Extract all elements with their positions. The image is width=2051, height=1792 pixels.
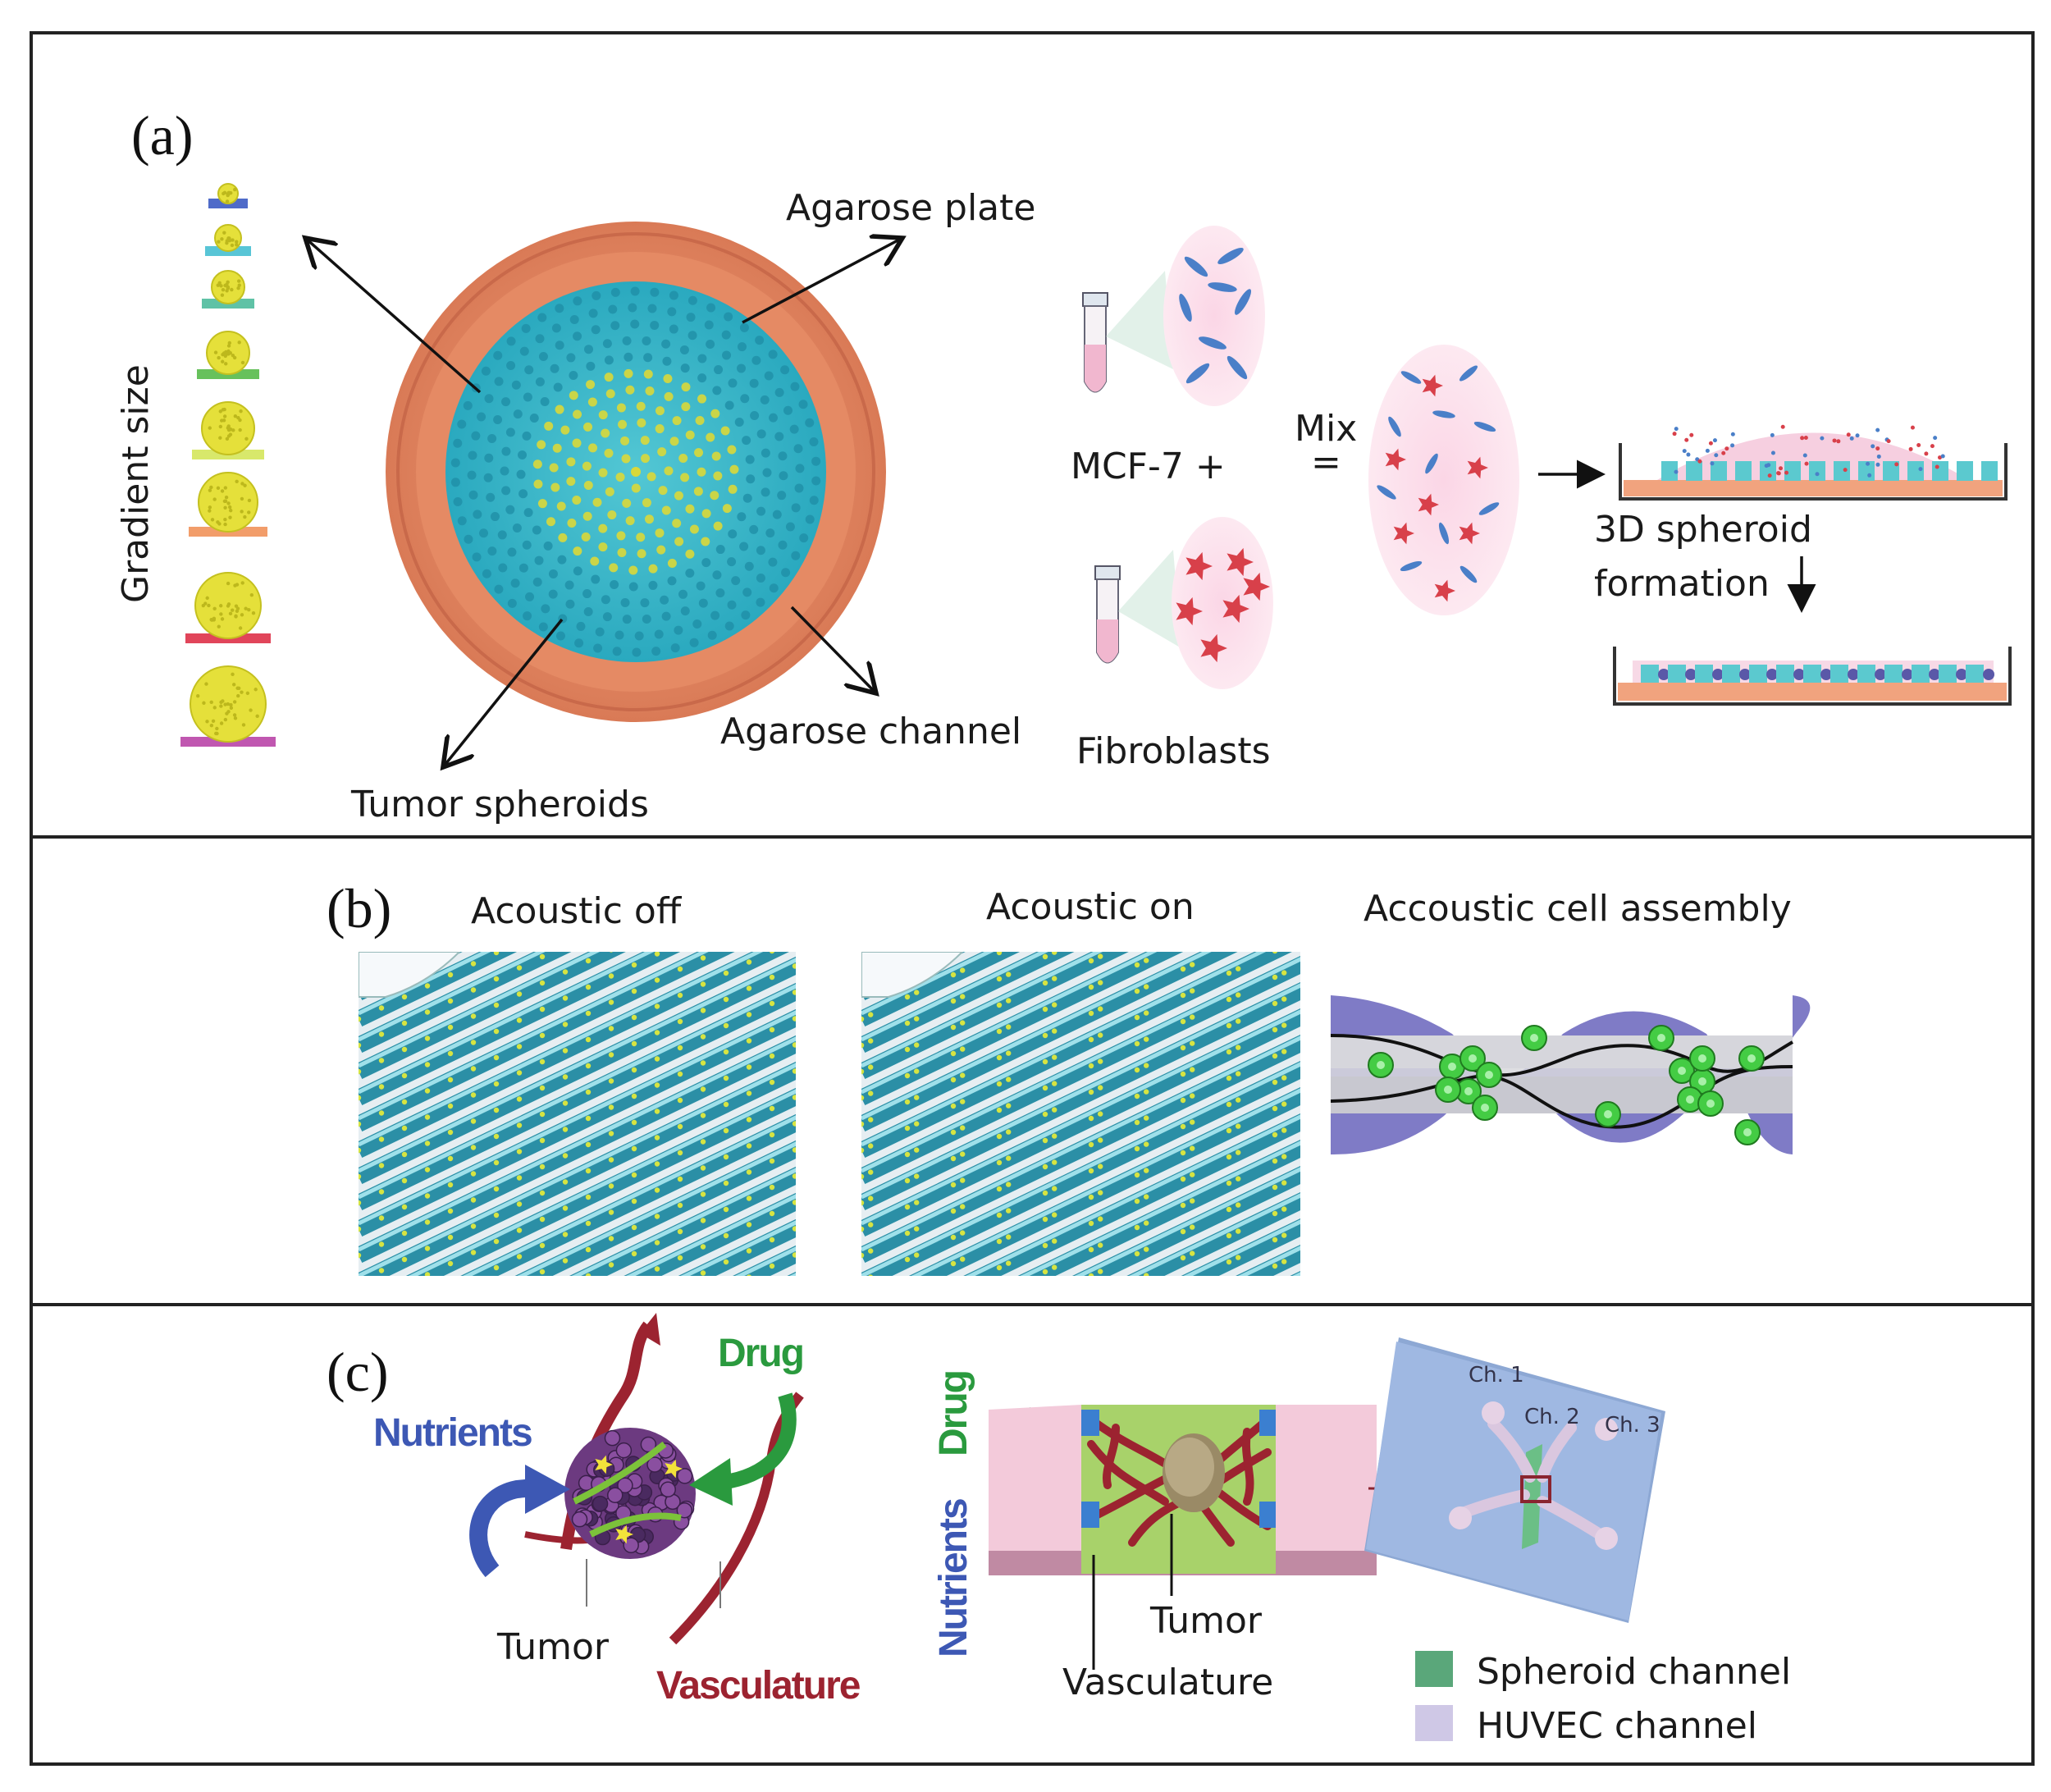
agarose-dish (386, 222, 886, 722)
nutrients-vertical-label: Nutrients (932, 1499, 975, 1657)
fibroblasts-label: Fibroblasts (1076, 730, 1271, 772)
chip-tumor-label: Tumor (1149, 1600, 1263, 1642)
mcf7-label: MCF-7 + (1071, 446, 1226, 487)
ch3-label: Ch. 3 (1605, 1413, 1660, 1438)
gradient-size-label: Gradient size (115, 364, 157, 603)
panel-b-letter: (b) (327, 877, 391, 939)
gradient-size-column (180, 184, 276, 747)
legend-label-huvec: HUVEC channel (1477, 1705, 1757, 1747)
spheroid-formation-line1: 3D spheroid (1594, 509, 1812, 551)
mcf7-tube (1083, 271, 1173, 392)
acoustic-off-label: Acoustic off (471, 890, 683, 932)
panel-c-letter: (c) (327, 1341, 388, 1403)
drug-vertical-label: Drug (932, 1371, 975, 1456)
mcf7-cells-blob (1163, 226, 1265, 406)
nutrients-arrow (478, 1488, 533, 1571)
spheroid-formation-line2: formation (1594, 563, 1770, 605)
tumor-spheroids-label: Tumor spheroids (350, 784, 649, 825)
ch2-label: Ch. 2 (1524, 1405, 1580, 1429)
ch1-label: Ch. 1 (1469, 1363, 1524, 1387)
fibroblast-tube (1095, 550, 1181, 663)
panel-a-letter: (a) (131, 104, 193, 167)
legend-label-spheroid: Spheroid channel (1477, 1651, 1791, 1693)
legend-swatch-huvec (1415, 1705, 1453, 1741)
acoustic-on-label: Acoustic on (986, 886, 1195, 928)
fibroblast-cells-blob (1172, 517, 1273, 689)
mixed-cells-blob (1368, 345, 1519, 615)
chip-vasculature-label: Vasculature (1062, 1662, 1273, 1703)
legend-swatch-spheroid (1415, 1651, 1453, 1687)
tumor-label: Tumor (496, 1626, 610, 1668)
drug-arrow (722, 1395, 789, 1483)
drug-label: Drug (718, 1332, 803, 1375)
agarose-channel-label: Agarose channel (720, 711, 1021, 752)
spheroid-result-well (1615, 647, 2010, 704)
equals-sign: = (1311, 441, 1341, 483)
vasculature-label: Vasculature (656, 1664, 861, 1707)
spheroid-formation-well (1620, 425, 2006, 499)
acoustic-assembly-diagram (1331, 995, 1810, 1154)
legend: Spheroid channel HUVEC channel (1415, 1651, 1791, 1747)
agarose-plate-label: Agarose plate (786, 187, 1035, 229)
acoustic-assembly-label: Accoustic cell assembly (1364, 888, 1792, 930)
nutrients-label: Nutrients (373, 1411, 532, 1455)
